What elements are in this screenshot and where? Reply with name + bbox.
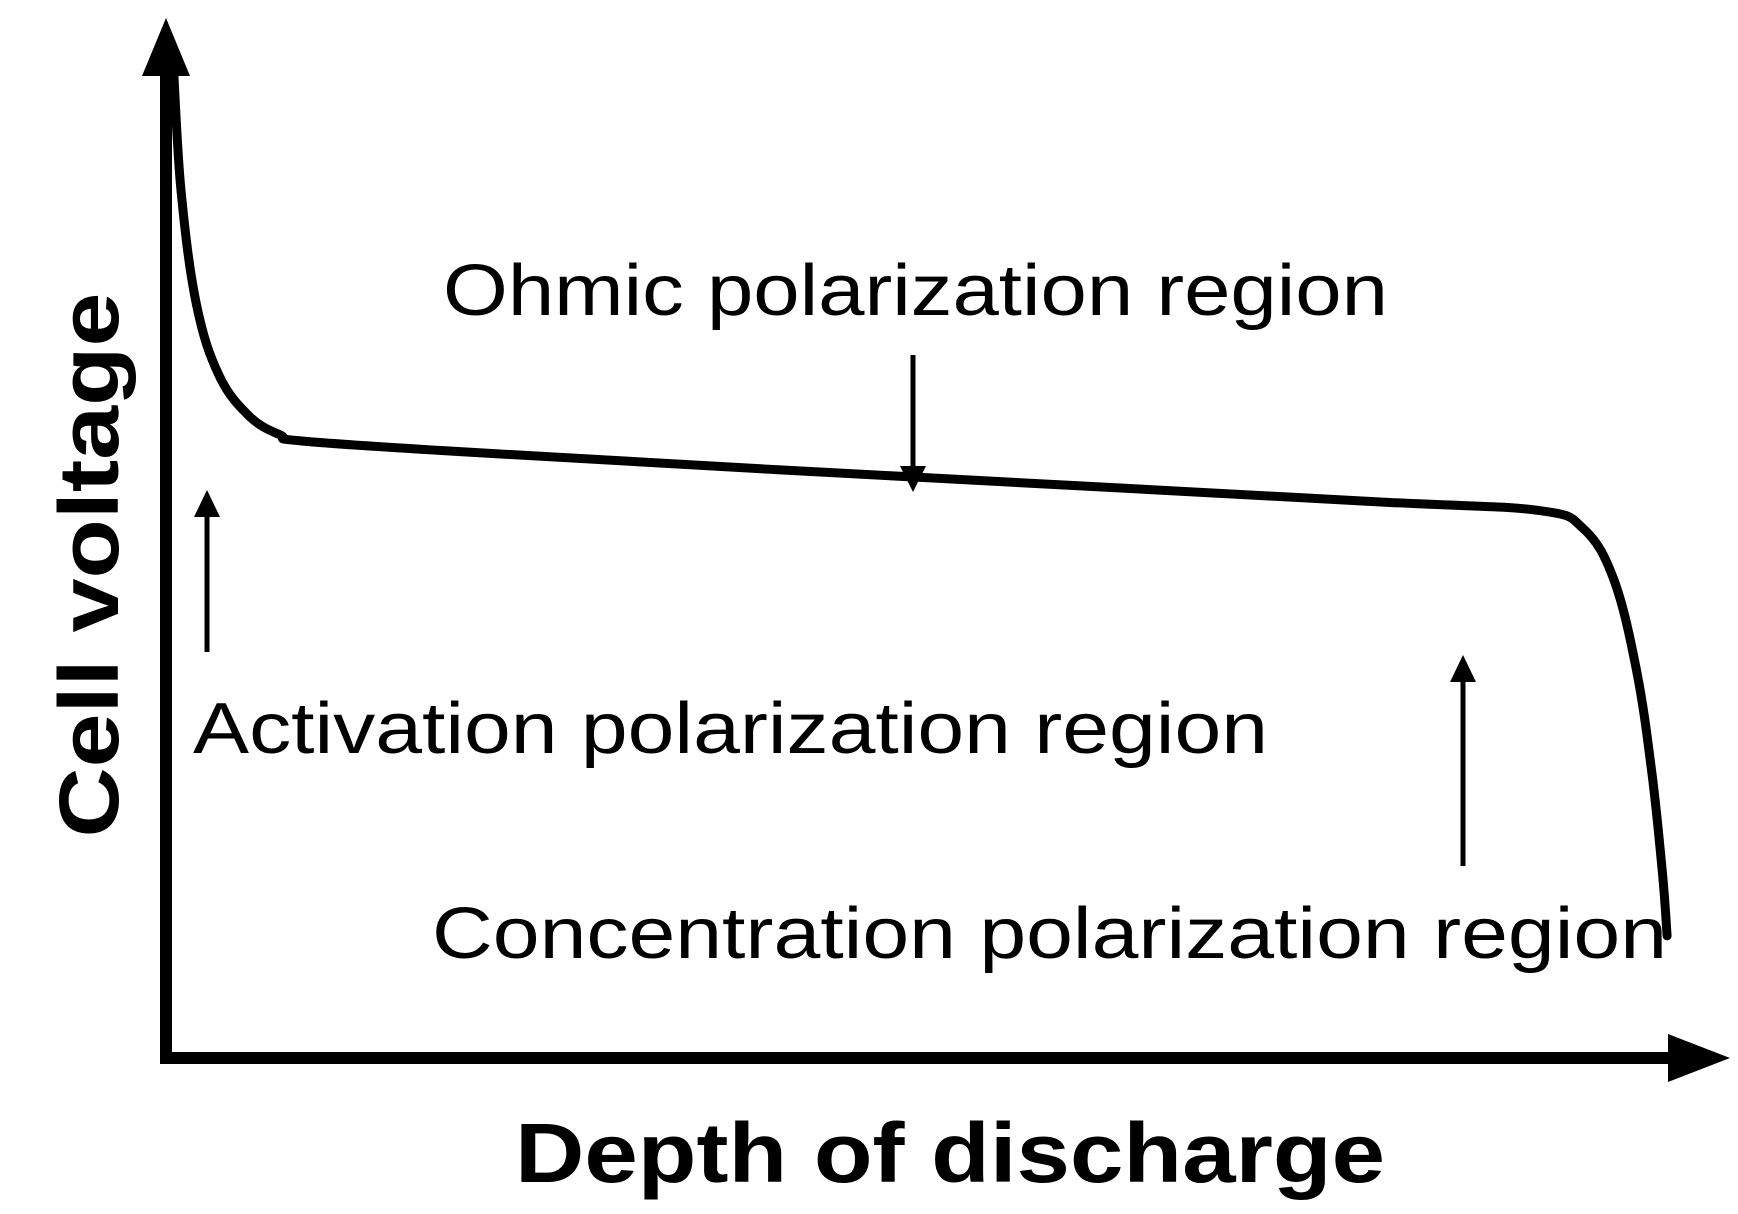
- y-axis-title: Cell voltage: [42, 293, 136, 838]
- x-axis-arrowhead: [1668, 1034, 1730, 1082]
- ohmic-arrow-head: [900, 466, 926, 492]
- x-axis-title: Depth of discharge: [515, 1106, 1385, 1200]
- y-axis-arrowhead: [142, 18, 190, 76]
- series-line-cell-voltage: [169, 66, 1672, 941]
- concentration-region-label: Concentration polarization region: [432, 894, 1667, 974]
- activation-arrow-head: [194, 490, 220, 517]
- concentration-arrow-head: [1450, 655, 1476, 682]
- activation-region-label: Activation polarization region: [193, 689, 1268, 769]
- axes: [142, 18, 1730, 1082]
- annotation-arrows: [194, 355, 1476, 866]
- ohmic-region-label: Ohmic polarization region: [443, 251, 1388, 331]
